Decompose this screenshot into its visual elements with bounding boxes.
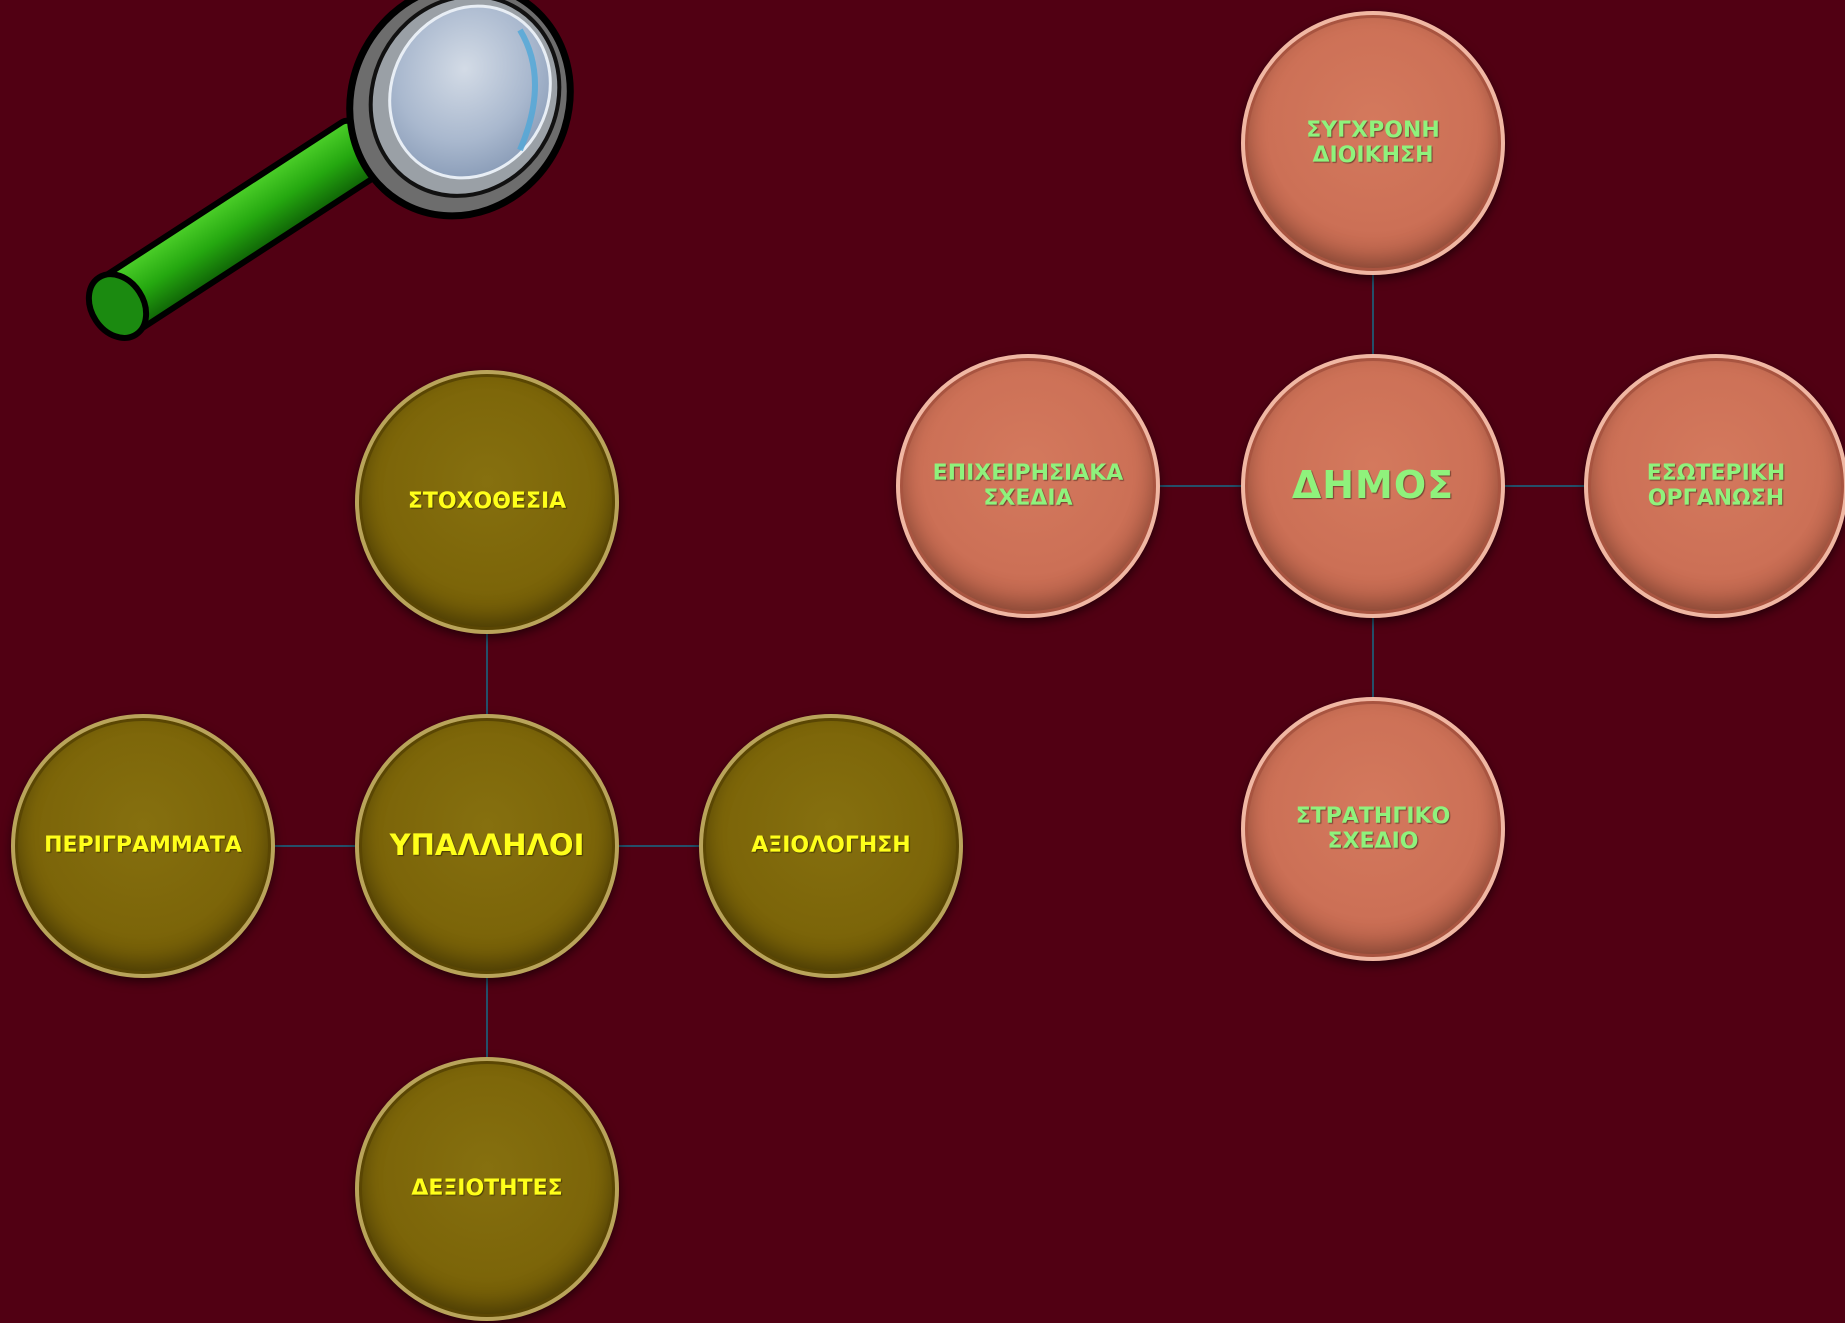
magnifying-glass-icon — [85, 0, 574, 341]
employees-left-label: ΠΕΡΙΓΡΑΜΜΑΤΑ — [44, 833, 242, 859]
municipality-bottom-label: ΣΤΡΑΤΗΓΙΚΟ ΣΧΕΔΙΟ — [1295, 803, 1451, 854]
employees-right-node: ΑΞΙΟΛΟΓΗΣΗ — [699, 714, 963, 978]
employees-top-node: ΣΤΟΧΟΘΕΣΙΑ — [355, 370, 619, 634]
municipality-bottom-node: ΣΤΡΑΤΗΓΙΚΟ ΣΧΕΔΙΟ — [1241, 697, 1505, 961]
municipality-center-node: ΔΗΜΟΣ — [1241, 354, 1505, 618]
municipality-right-label: ΕΣΩΤΕΡΙΚΗ ΟΡΓΑΝΩΣΗ — [1646, 460, 1786, 511]
municipality-left-label: ΕΠΙΧΕΙΡΗΣΙΑΚΑ ΣΧΕΔΙΑ — [932, 460, 1124, 511]
employees-left-node: ΠΕΡΙΓΡΑΜΜΑΤΑ — [11, 714, 275, 978]
employees-right-label: ΑΞΙΟΛΟΓΗΣΗ — [751, 833, 911, 859]
employees-bottom-node: ΔΕΞΙΟΤΗΤΕΣ — [355, 1057, 619, 1321]
municipality-center-label: ΔΗΜΟΣ — [1291, 463, 1455, 508]
employees-top-label: ΣΤΟΧΟΘΕΣΙΑ — [407, 489, 567, 515]
municipality-left-node: ΕΠΙΧΕΙΡΗΣΙΑΚΑ ΣΧΕΔΙΑ — [896, 354, 1160, 618]
municipality-right-node: ΕΣΩΤΕΡΙΚΗ ΟΡΓΑΝΩΣΗ — [1584, 354, 1845, 618]
municipality-top-node: ΣΥΓΧΡΟΝΗ ΔΙΟΙΚΗΣΗ — [1241, 11, 1505, 275]
municipality-top-label: ΣΥΓΧΡΟΝΗ ΔΙΟΙΚΗΣΗ — [1306, 117, 1440, 168]
employees-center-label: ΥΠΑΛΛΗΛΟΙ — [389, 828, 585, 863]
employees-center-node: ΥΠΑΛΛΗΛΟΙ — [355, 714, 619, 978]
employees-bottom-label: ΔΕΞΙΟΤΗΤΕΣ — [411, 1176, 563, 1202]
